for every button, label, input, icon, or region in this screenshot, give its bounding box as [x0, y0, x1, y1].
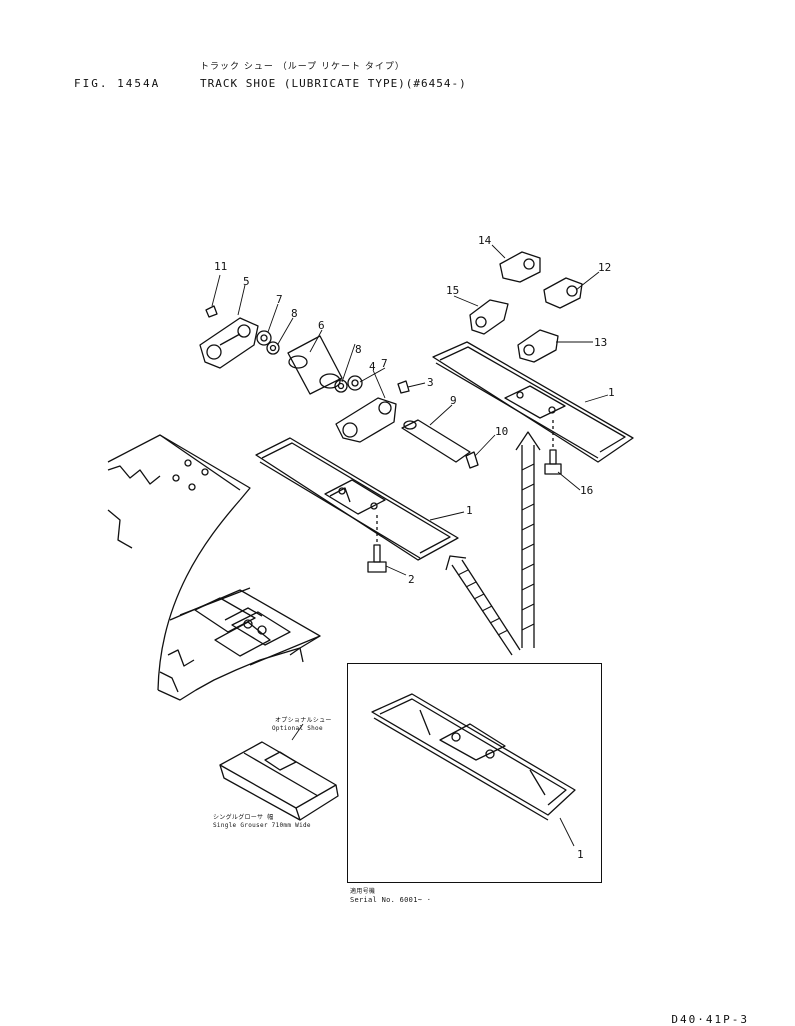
track-link-left	[199, 317, 259, 369]
callout-15: 15	[446, 284, 459, 297]
callout-2: 2	[408, 573, 415, 586]
single-grouser-label: Single Grouser 710mm Wide	[213, 822, 311, 829]
callout-1-rear: 1	[608, 386, 615, 399]
callout-10: 10	[495, 425, 508, 438]
track-shoe-rear	[432, 341, 634, 463]
callout-9: 9	[450, 394, 457, 407]
track-shoe-front	[255, 437, 459, 561]
callout-14: 14	[478, 234, 492, 247]
seal-rings-right	[334, 375, 363, 393]
callout-1-inset: 1	[577, 848, 584, 861]
master-link-part-15	[469, 299, 509, 335]
track-pin	[401, 419, 471, 463]
track-assembly-cutaway	[107, 434, 321, 701]
callout-8-left: 8	[291, 307, 298, 320]
serial-label-jp: 適用号機	[350, 888, 376, 895]
callout-7-left: 7	[276, 293, 283, 306]
title-japanese: トラック シュー （ループ リケート タイプ）	[200, 62, 405, 72]
pin-plug-small	[397, 380, 410, 394]
page-code: D40·41P-3	[671, 1013, 749, 1026]
callout-5: 5	[243, 275, 250, 288]
callout-11: 11	[214, 260, 227, 273]
master-link-part-13	[517, 329, 559, 363]
inset-shoe-drawing	[371, 693, 576, 821]
optional-shoe-sketch	[219, 741, 339, 821]
callout-numbers: 1 1 1 2 3 4 5 6 7 7 8 8 9 10 11 12 13 14…	[214, 234, 615, 861]
callout-13: 13	[594, 336, 607, 349]
callout-3: 3	[427, 376, 434, 389]
optional-shoe-label: Optional Shoe	[272, 725, 323, 732]
callout-8-right: 8	[355, 343, 362, 356]
callout-16: 16	[580, 484, 593, 497]
figure-number: FIG. 1454A	[74, 77, 161, 90]
shoe-bolt-2	[367, 515, 387, 573]
serial-number-label: Serial No. 6001~ ·	[350, 896, 432, 904]
callout-12: 12	[598, 261, 611, 274]
pin-stopper	[205, 305, 218, 318]
callout-6: 6	[318, 319, 325, 332]
serial-inset-frame	[347, 663, 602, 883]
master-link-part-14	[499, 251, 541, 283]
assembly-arrow-vertical	[515, 431, 541, 648]
track-link-right	[335, 397, 397, 443]
track-bushing	[287, 335, 343, 395]
callout-leaders	[211, 244, 609, 847]
master-link-part-12	[543, 277, 583, 309]
assembly-arrow-diagonal	[445, 555, 521, 656]
callout-1-front: 1	[466, 504, 473, 517]
title-english: TRACK SHOE (LUBRICATE TYPE)(#6454-)	[200, 77, 467, 90]
single-grouser-label-jp: シングルグローサ 幅	[213, 814, 274, 821]
callout-4: 4	[369, 360, 376, 373]
spacer-plug	[465, 451, 479, 469]
optional-shoe-label-jp: オプショナルシュー	[275, 717, 332, 724]
callout-7-right: 7	[381, 357, 388, 370]
seal-rings-left	[256, 330, 280, 355]
